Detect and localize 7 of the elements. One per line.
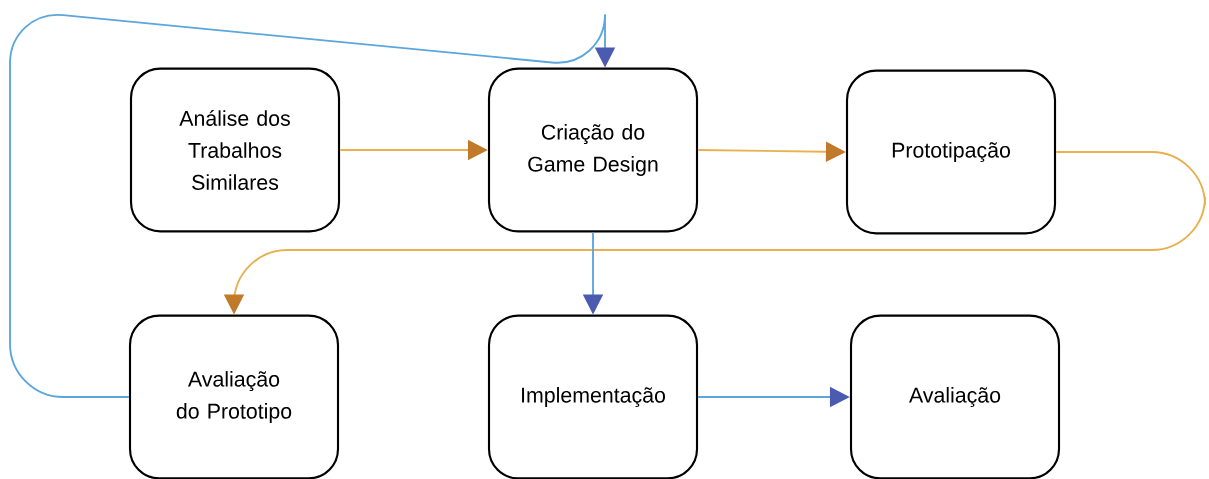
process-box: Prototipação bbox=[845, 69, 1057, 235]
arrow bbox=[9, 13, 616, 398]
process-box: Análise dos Trabalhos Similares bbox=[129, 67, 341, 233]
process-box: Avaliação do Prototipo bbox=[128, 314, 340, 479]
process-box: Avaliação bbox=[849, 314, 1061, 479]
process-box: Implementação bbox=[487, 314, 699, 479]
process-box: Criação do Game Design bbox=[487, 67, 699, 233]
